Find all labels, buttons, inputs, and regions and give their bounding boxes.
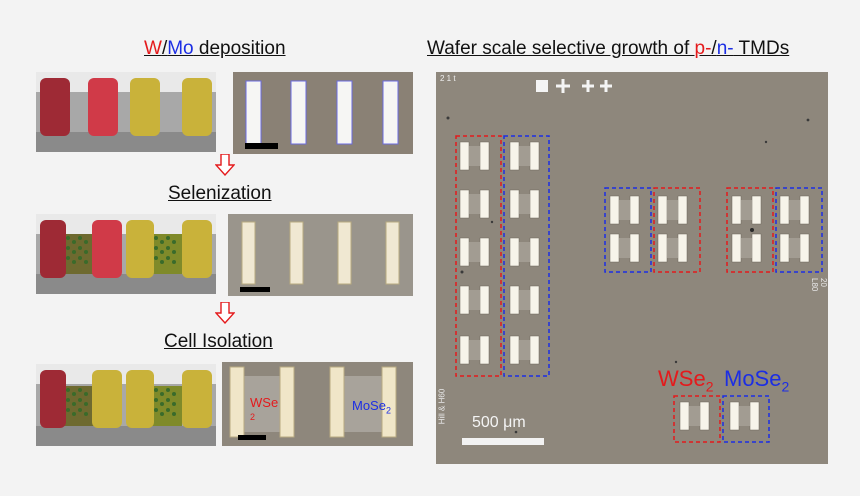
scale-bar-label: 500 μm: [472, 414, 526, 431]
corner-mark: 2 1 t: [440, 74, 456, 83]
legend-mose2: MoSe2: [724, 366, 790, 395]
edge-text-right: 20 L80: [810, 278, 828, 292]
title-p: p-: [694, 38, 712, 59]
device-model-deposition: [36, 72, 216, 152]
title-mo: Mo: [167, 38, 194, 59]
down-arrow-icon: [215, 302, 235, 324]
title-n: n-: [716, 38, 734, 59]
title-deposition: deposition: [193, 38, 286, 59]
micrograph-deposition: [233, 72, 413, 154]
step-selenization-label: Selenization: [168, 183, 272, 204]
legend-wse2: WSe2: [658, 366, 714, 395]
title-slash: /: [161, 38, 168, 59]
left-title: W/Mo deposition: [144, 38, 286, 60]
right-title: Wafer scale selective growth of p-/n- TM…: [427, 38, 789, 60]
device-model-isolation: [36, 364, 216, 446]
down-arrow-icon: [215, 154, 235, 176]
title-slash: /: [711, 38, 717, 59]
title-post: TMDs: [733, 38, 790, 59]
edge-text-left: Hill & H60: [437, 388, 447, 425]
wafer-micrograph: 2 1 t Hill & H60 20 L80 500 μm WSe2 MoSe…: [436, 72, 828, 464]
step-cell-isolation-label: Cell Isolation: [164, 331, 273, 352]
micrograph-selenization: [228, 214, 413, 296]
device-model-selenization: [36, 214, 216, 294]
title-w: W: [144, 38, 162, 59]
inset-mose2-label: MoSe2: [352, 398, 391, 416]
title-pre: Wafer scale selective growth of: [427, 38, 695, 59]
